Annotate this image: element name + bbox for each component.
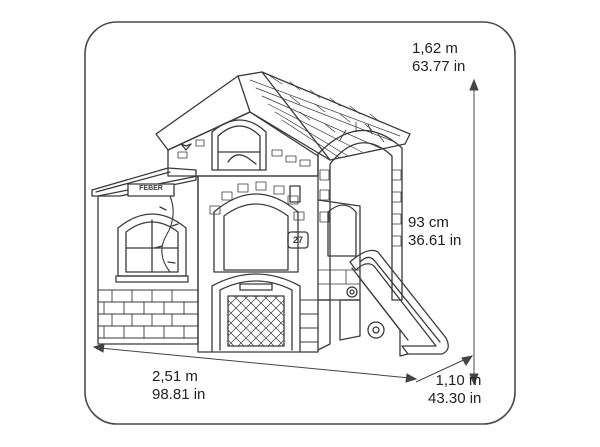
width-imperial: 98.81 in bbox=[152, 386, 206, 403]
annex-window bbox=[117, 213, 187, 277]
side-wall bbox=[317, 199, 361, 301]
slide-height-label: 93 cm 36.61 in bbox=[408, 214, 461, 250]
annex-wall bbox=[97, 175, 199, 345]
width-label: 2,51 m 98.81 in bbox=[152, 368, 205, 404]
front-door bbox=[211, 273, 301, 353]
width-metric: 2,51 m bbox=[152, 368, 198, 385]
depth-label: 1,10 m 43.30 in bbox=[428, 372, 481, 408]
annex-stone-base bbox=[97, 289, 199, 339]
house-number-text: 27 bbox=[292, 235, 303, 245]
arrow-down-icon bbox=[469, 373, 479, 386]
main-roof bbox=[155, 71, 411, 161]
total-height-label: 1,62 m 63.77 in bbox=[412, 40, 465, 76]
slide bbox=[349, 249, 449, 355]
main-wall bbox=[197, 175, 319, 353]
upper-window bbox=[211, 119, 267, 171]
frame-border bbox=[84, 21, 516, 425]
annex-sign-text: FEBER bbox=[139, 185, 163, 192]
total-height-metric: 1,62 m bbox=[412, 40, 458, 57]
arrow-up-icon bbox=[469, 78, 479, 91]
roof-shingles bbox=[249, 75, 401, 159]
slide-height-metric: 93 cm bbox=[408, 214, 449, 231]
total-height-imperial: 63.77 in bbox=[412, 58, 466, 75]
slide-height-imperial: 36.61 in bbox=[408, 232, 462, 249]
playhouse-drawing bbox=[91, 71, 449, 357]
front-window bbox=[213, 193, 299, 273]
annex-sign bbox=[127, 183, 175, 197]
depth-imperial: 43.30 in bbox=[428, 390, 482, 407]
arrow-left-icon bbox=[92, 343, 105, 353]
dimension-lines bbox=[92, 78, 479, 386]
house-number-plaque bbox=[287, 231, 309, 249]
depth-metric: 1,10 m bbox=[435, 372, 482, 389]
arrow-right-icon bbox=[405, 373, 418, 383]
lantern-icon bbox=[289, 185, 301, 203]
side-arch bbox=[317, 129, 403, 301]
